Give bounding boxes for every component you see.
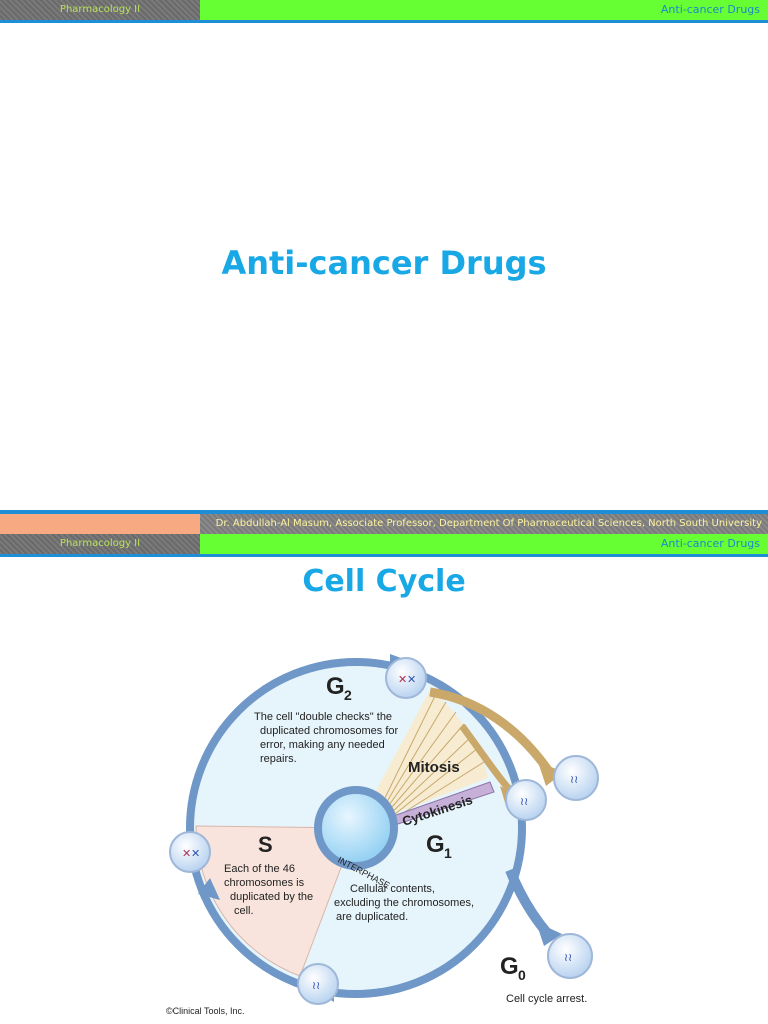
slide2-title: Cell Cycle [302, 564, 466, 599]
header-divider [0, 20, 768, 23]
mitosis-label: Mitosis [408, 759, 460, 776]
g0-description: Cell cycle arrest. [506, 993, 587, 1005]
cell-icon: ✕ ✕ [169, 831, 211, 873]
header-course-label: Pharmacology II [0, 534, 200, 554]
cell-icon: ≀≀ [553, 755, 599, 801]
svg-text:error, making any needed: error, making any needed [260, 739, 385, 751]
svg-text:duplicated by the: duplicated by the [230, 891, 313, 903]
header-divider [0, 554, 768, 557]
svg-text:✕: ✕ [407, 673, 416, 686]
mitosis-arrow [429, 687, 552, 773]
svg-text:duplicated chromosomes for: duplicated chromosomes for [260, 725, 399, 737]
header-topic-label: Anti-cancer Drugs [200, 0, 768, 20]
footer-divider [0, 510, 768, 514]
g2-subscript: 2 [344, 687, 352, 703]
mitosis-fan-lines [379, 693, 485, 821]
svg-text:are duplicated.: are duplicated. [336, 911, 408, 923]
svg-text:✕: ✕ [398, 673, 407, 686]
cell-cycle-diagram: INTERPHASE ✕ ✕ ≀≀ ≀≀ ✕ ✕ ≀≀ ≀≀ G [150, 630, 630, 1022]
svg-text:≀≀: ≀≀ [570, 773, 578, 786]
interphase-core [314, 786, 398, 870]
cell-icon: ≀≀ [505, 779, 547, 821]
cycle-ring [186, 658, 526, 998]
g1-description: Cellular contents, excluding the chromos… [334, 883, 474, 923]
svg-text:✕: ✕ [191, 847, 200, 860]
slide2-header: Pharmacology II Anti-cancer Drugs [0, 534, 768, 557]
copyright-text: ©Clinical Tools, Inc. [166, 1006, 245, 1016]
s-label: S [258, 832, 273, 857]
header-course-label: Pharmacology II [0, 0, 200, 20]
header-topic-label: Anti-cancer Drugs [200, 534, 768, 554]
svg-text:Each of the 46: Each of the 46 [224, 863, 295, 875]
slide1-title: Anti-cancer Drugs [221, 244, 547, 282]
footer-accent-block [0, 514, 200, 534]
svg-text:cell.: cell. [234, 905, 254, 917]
g0-subscript: 0 [518, 967, 526, 983]
svg-text:≀≀: ≀≀ [520, 795, 528, 808]
svg-text:The cell "double checks" the: The cell "double checks" the [254, 711, 392, 723]
svg-text:repairs.: repairs. [260, 753, 297, 765]
svg-text:excluding the chromosomes,: excluding the chromosomes, [334, 897, 474, 909]
g1-label: G [426, 831, 445, 858]
cell-icon: ✕ ✕ [385, 657, 427, 699]
g0-arrow [505, 868, 552, 938]
g1-subscript: 1 [444, 845, 452, 861]
g2-label: G [326, 673, 345, 700]
cell-icon: ≀≀ [547, 933, 593, 979]
svg-text:✕: ✕ [182, 847, 191, 860]
s-description: Each of the 46 chromosomes is duplicated… [224, 863, 313, 917]
cell-icon: ≀≀ [297, 963, 339, 1005]
svg-text:Cellular contents,: Cellular contents, [350, 883, 435, 895]
svg-text:≀≀: ≀≀ [564, 951, 572, 964]
slide1-header: Pharmacology II Anti-cancer Drugs [0, 0, 768, 23]
g0-label: G [500, 953, 519, 980]
svg-text:chromosomes is: chromosomes is [224, 877, 305, 889]
g2-description: The cell "double checks" the duplicated … [254, 711, 399, 765]
svg-text:≀≀: ≀≀ [312, 979, 320, 992]
footer-author-credit: Dr. Abdullah-Al Masum, Associate Profess… [200, 514, 768, 534]
ring-arrowhead [198, 878, 220, 900]
